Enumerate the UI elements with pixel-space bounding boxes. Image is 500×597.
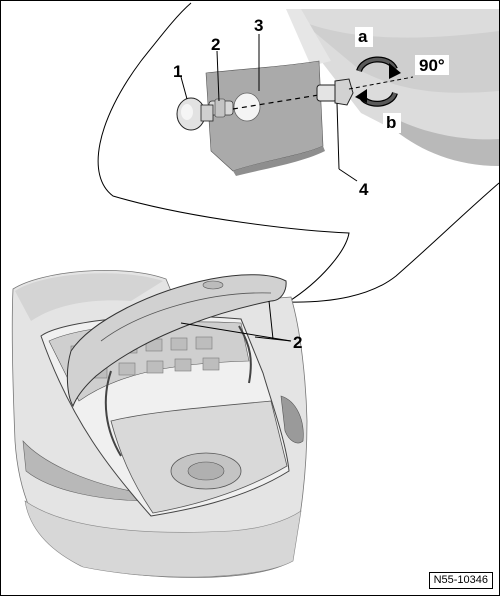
callout-b: b (386, 113, 396, 132)
rotation-arrows (355, 56, 401, 107)
vehicle-rear (11, 269, 308, 578)
callout-2-vehicle: 2 (293, 333, 302, 352)
clip-part (208, 98, 234, 118)
callout-4: 4 (359, 180, 369, 199)
detail-balloon (97, 2, 500, 303)
reference-code: N55-10346 (428, 572, 493, 589)
vehicle-leader-lines (180, 300, 292, 342)
callout-3: 3 (254, 16, 263, 35)
callout-angle: 90° (419, 56, 445, 75)
cap-part (176, 97, 214, 131)
fastener-part (316, 78, 354, 106)
callout-1: 1 (173, 62, 182, 81)
callout-2: 2 (211, 35, 220, 54)
leader-lines (180, 34, 358, 182)
callout-a: a (358, 27, 368, 46)
